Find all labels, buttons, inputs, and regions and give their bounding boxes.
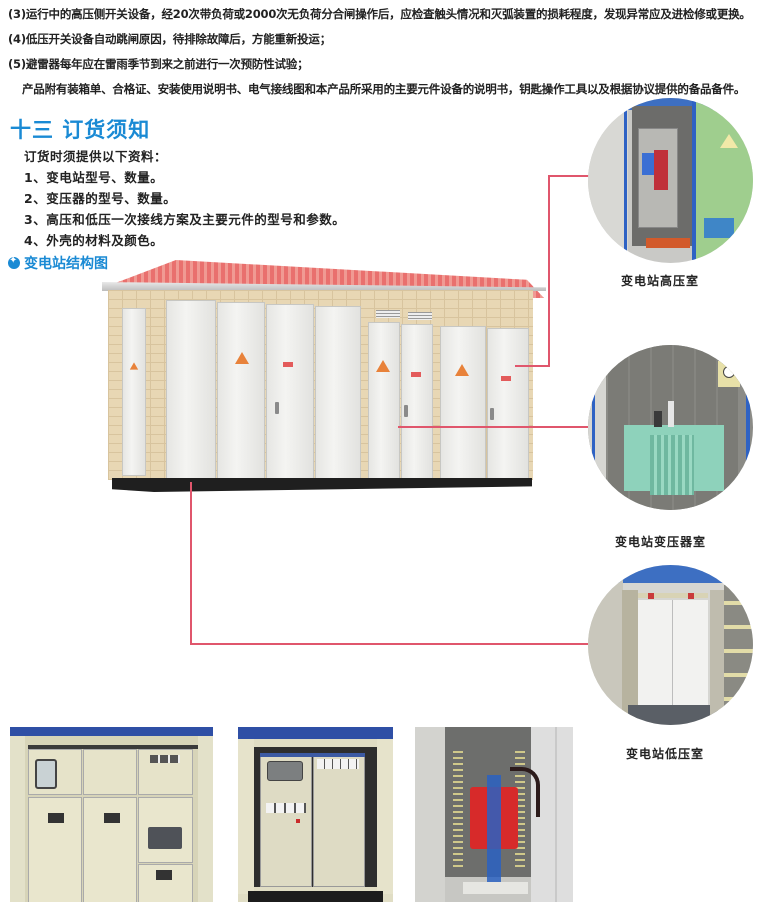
- vent-grille: [408, 312, 432, 320]
- star-bullet-icon: [8, 255, 20, 269]
- label-plate: [501, 376, 511, 381]
- maintenance-note-4: (4)低压开关设备自动跳闸原因，待排除故障后，方能重新投运；: [8, 32, 332, 46]
- section-title-ordering: 十三 订货须知: [10, 118, 151, 142]
- maintenance-note-5: (5)避雷器每年应在雷雨季节到来之前进行一次预防性试验；: [8, 57, 309, 71]
- vent-grille: [376, 310, 400, 318]
- warning-icon: [376, 360, 390, 372]
- connector-line-transformer: [398, 426, 590, 428]
- connector-line-hv: [515, 365, 549, 367]
- side-door: [122, 308, 146, 476]
- structure-heading: 变电站结构图: [8, 253, 108, 273]
- transformer-room-caption: 变电站变压器室: [615, 535, 707, 549]
- door-panel: [440, 326, 486, 480]
- transformer-room-photo: [588, 345, 753, 510]
- hv-room-caption: 变电站高压室: [621, 274, 700, 288]
- ordering-item: 4、外壳的材料及颜色。: [24, 233, 164, 248]
- warning-icon: [455, 364, 469, 376]
- switchgear-cabinet-photo: [10, 727, 213, 902]
- ordering-item: 2、变压器的型号、数量。: [24, 191, 177, 206]
- label-plate: [411, 372, 421, 377]
- lv-room-caption: 变电站低压室: [626, 747, 705, 761]
- door-handle: [275, 402, 279, 414]
- door-panel: [217, 302, 265, 480]
- door-panel: [266, 304, 314, 480]
- label-plate: [283, 362, 293, 367]
- door-panel: [368, 322, 400, 480]
- door-handle: [490, 408, 494, 420]
- warning-icon: [129, 362, 139, 370]
- door-panel: [315, 306, 361, 480]
- connector-line-lv: [190, 482, 192, 644]
- roof-eave: [102, 282, 546, 291]
- warning-icon: [235, 352, 249, 364]
- substation-building-illustration: [98, 260, 548, 495]
- accessories-note: 产品附有装箱单、合格证、安装使用说明书、电气接线图和本产品所采用的主要元件设备的…: [22, 82, 746, 96]
- door-handle: [404, 405, 408, 417]
- connector-line-hv: [548, 175, 550, 367]
- lv-room-photo: [588, 565, 753, 725]
- hv-room-photo: [588, 98, 753, 263]
- connector-line-hv: [548, 175, 590, 177]
- connector-line-lv: [190, 643, 590, 645]
- ordering-intro: 订货时须提供以下资料：: [24, 149, 168, 164]
- low-voltage-cabinet-photo: [238, 727, 393, 902]
- maintenance-note-3: (3)运行中的高压侧开关设备，经20次带负荷或2000次无负荷分合闸操作后，应检…: [8, 7, 751, 21]
- building-base: [112, 478, 532, 492]
- ordering-item: 1、变电站型号、数量。: [24, 170, 164, 185]
- door-panel: [401, 324, 433, 480]
- structure-heading-label: 变电站结构图: [24, 256, 108, 272]
- ordering-item: 3、高压和低压一次接线方案及主要元件的型号和参数。: [24, 212, 346, 227]
- dry-type-transformer-photo: [415, 727, 573, 902]
- door-panel: [487, 328, 529, 480]
- door-panel: [166, 300, 216, 480]
